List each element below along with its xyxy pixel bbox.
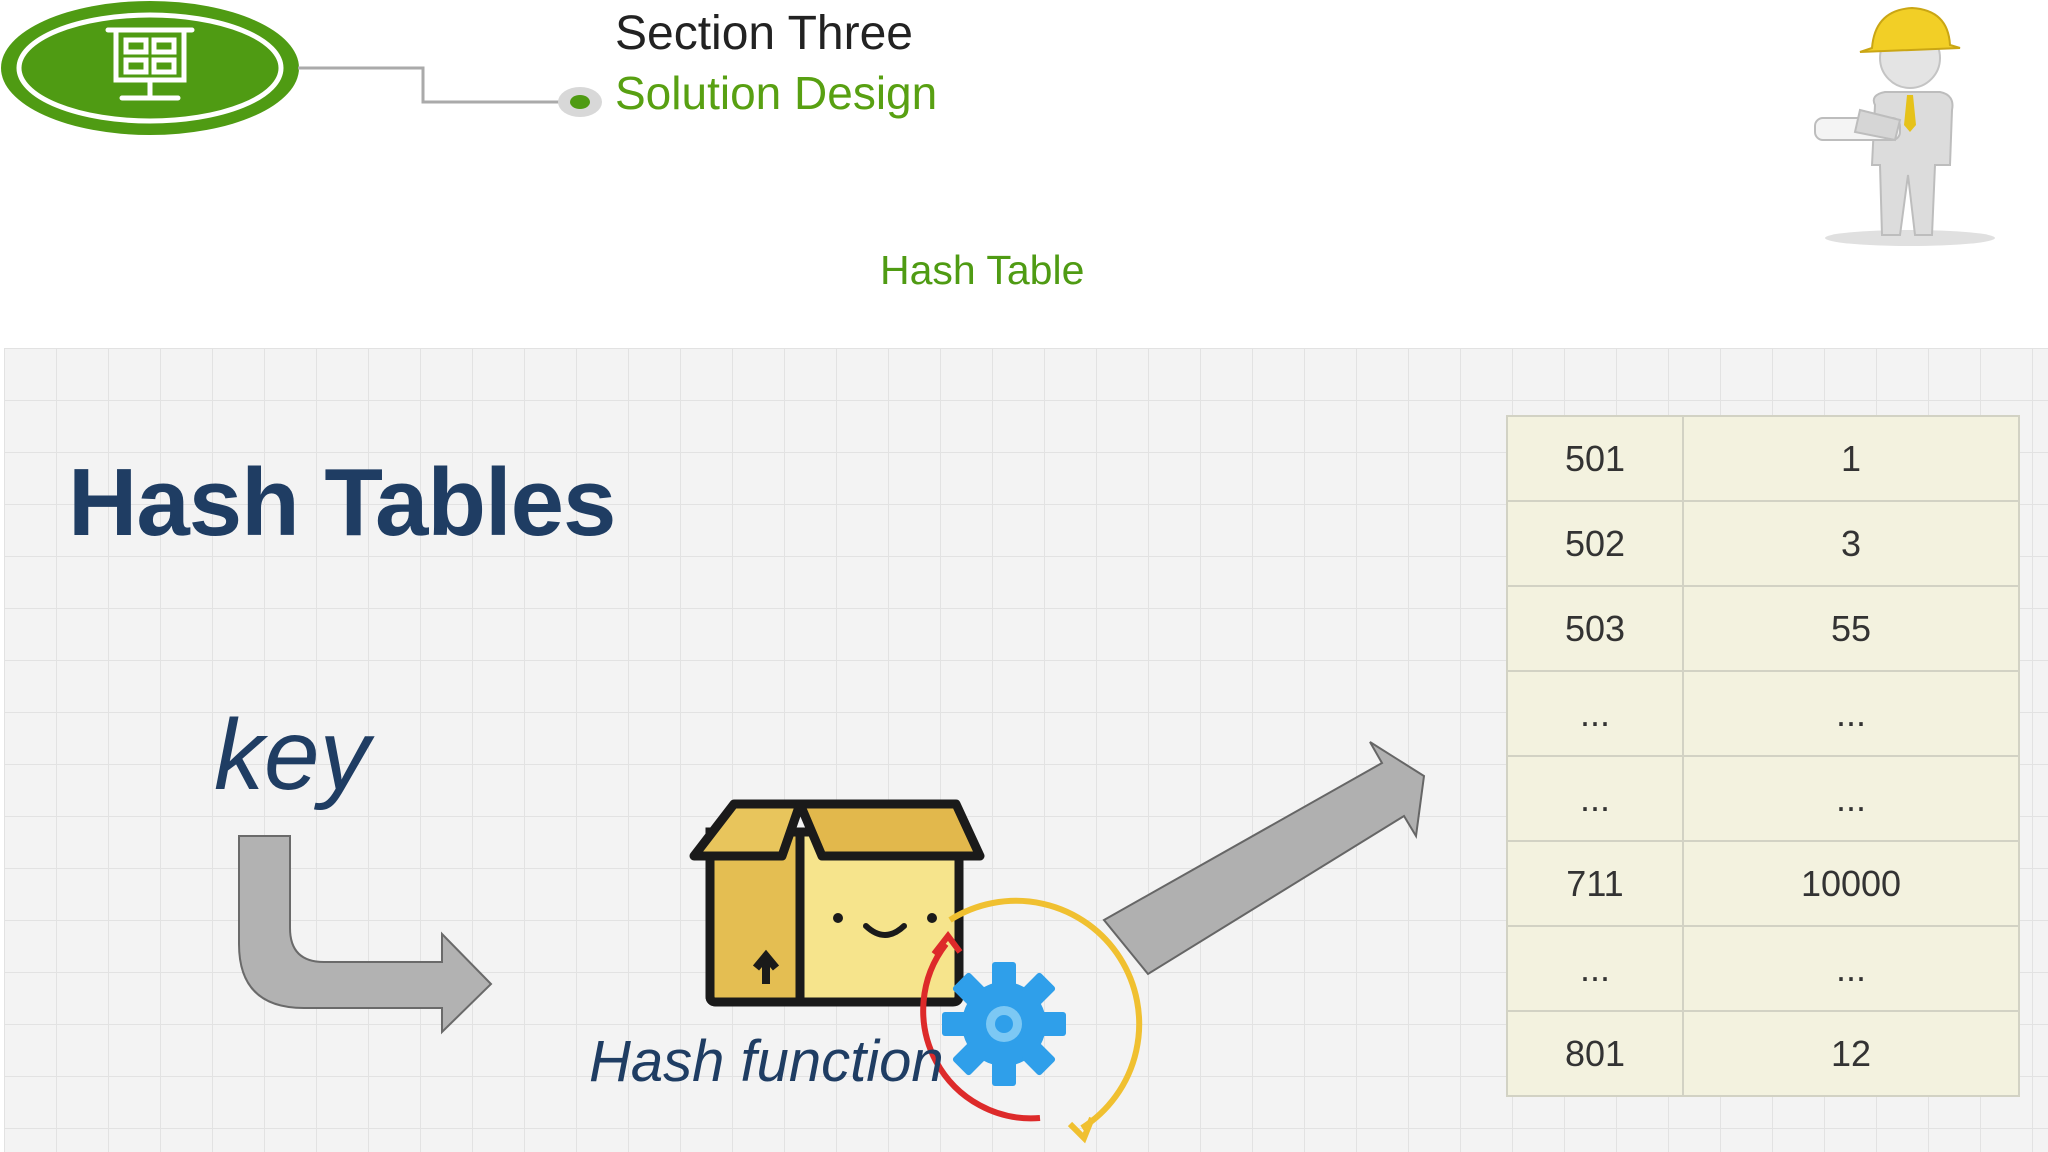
hash-diagram [238,741,1426,1144]
table-key-cell: 801 [1506,1010,1684,1097]
presentation-board-icon [1,1,299,135]
key-arrow [238,835,493,1035]
table-key-cell: 711 [1506,840,1684,927]
key-label: key [214,699,370,811]
table-value-cell: 55 [1682,585,2020,672]
table-value-cell: ... [1682,755,2020,842]
table-key-cell: ... [1506,755,1684,842]
table-value-cell: 3 [1682,500,2020,587]
table-value-cell: 10000 [1682,840,2020,927]
section-connector [298,66,602,117]
table-value-cell: 1 [1682,415,2020,502]
table-key-cell: ... [1506,925,1684,1012]
table-row: ...... [1506,670,2020,757]
table-row: ...... [1506,925,2020,1012]
table-key-cell: 503 [1506,585,1684,672]
output-arrow-shape [1102,741,1426,976]
topic-title: Hash Table [880,247,1085,293]
table-key-cell: ... [1506,670,1684,757]
section-title: Section Three [615,7,913,60]
table-value-cell: ... [1682,925,2020,1012]
smiling-box-icon [689,799,985,1007]
table-value-cell: 12 [1682,1010,2020,1097]
table-key-cell: 502 [1506,500,1684,587]
gear-cycle-icon [920,897,1143,1144]
table-value-cell: ... [1682,670,2020,757]
slide-title: Hash Tables [68,449,616,556]
engineer-with-blueprint-icon [1814,6,1995,246]
section-subtitle: Solution Design [615,67,938,119]
table-key-cell: 501 [1506,415,1684,502]
table-row: ...... [1506,755,2020,842]
hash-function-label: Hash function [589,1029,944,1094]
